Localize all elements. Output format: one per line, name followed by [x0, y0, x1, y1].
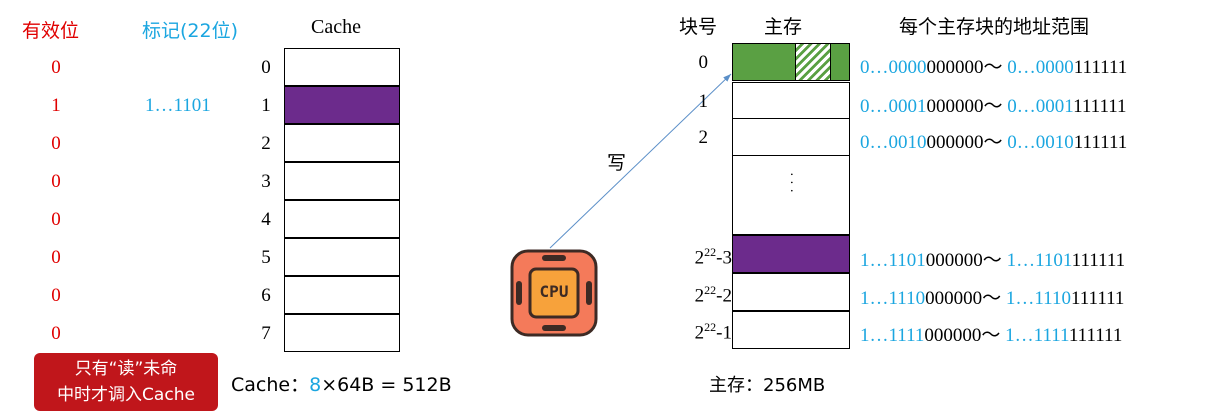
- memory-block: [732, 311, 850, 349]
- block-number: 222-3: [694, 245, 732, 269]
- valid-bit: 0: [51, 209, 61, 230]
- cache-line: [284, 238, 400, 276]
- note-line-1: 只有“读”未命: [74, 359, 178, 379]
- cache-line-index: 6: [261, 285, 271, 306]
- cache-line-index: 2: [261, 133, 271, 154]
- written-word-hatch: [795, 44, 831, 80]
- address-range: 1…1110000000～ 1…1110111111: [860, 287, 1125, 309]
- memory-block: [732, 273, 850, 311]
- memory-block: [732, 82, 850, 120]
- memory-gap-block: · · ·: [732, 155, 850, 235]
- cache-line-index: 7: [261, 323, 271, 344]
- cache-size-label: Cache：8×64B = 512B: [231, 370, 452, 397]
- cache-title: Cache: [311, 16, 361, 38]
- valid-bit: 0: [51, 247, 61, 268]
- block-number: 1: [698, 91, 709, 112]
- memory-block: [732, 118, 850, 156]
- block-number: 222-2: [694, 283, 732, 307]
- cache-line: [284, 162, 400, 200]
- cache-size-count: 8: [309, 374, 322, 396]
- cache-size-rest: ×64B = 512B: [321, 374, 452, 396]
- cpu-label: CPU: [539, 282, 569, 301]
- block-number: 0: [698, 52, 709, 73]
- cache-size-prefix: Cache：: [231, 374, 310, 396]
- address-range: 1…1101000000～ 1…1101111111: [860, 249, 1126, 271]
- memory-block-0: [732, 43, 850, 81]
- tag-header: 标记(22位): [142, 20, 239, 42]
- valid-bit: 0: [51, 133, 61, 154]
- cache-line-index: 0: [261, 57, 271, 78]
- tag-value: 1…1101: [145, 95, 211, 116]
- cache-line: [284, 314, 400, 352]
- valid-bit: 0: [51, 323, 61, 344]
- cache-line: [284, 48, 400, 86]
- block-number: 222-1: [694, 320, 732, 344]
- valid-bit: 0: [51, 171, 61, 192]
- address-range: 0…0001000000～ 0…0001111111: [860, 95, 1127, 117]
- valid-bit: 0: [51, 285, 61, 306]
- valid-bit: 1: [51, 95, 61, 116]
- cache-line: [284, 200, 400, 238]
- block-number: 2: [698, 127, 709, 148]
- cache-line: [284, 124, 400, 162]
- cache-line: [284, 276, 400, 314]
- address-range: 1…1111000000～ 1…1111111111: [860, 324, 1123, 346]
- write-label: 写: [607, 152, 627, 174]
- address-range: 0…0010000000～ 0…0010111111: [860, 131, 1128, 153]
- memory-block-cached: [732, 235, 850, 273]
- note-line-2: 中时才调入Cache: [57, 385, 195, 405]
- address-range: 0…0000000000～ 0…0000111111: [860, 56, 1128, 78]
- cache-line-index: 5: [261, 247, 271, 268]
- read-miss-note: 只有“读”未命 中时才调入Cache: [34, 353, 218, 411]
- vertical-ellipsis: · · ·: [783, 172, 798, 193]
- cache-line-index: 4: [261, 209, 271, 230]
- valid-bit: 0: [51, 57, 61, 78]
- cache-line-filled: [284, 86, 400, 124]
- cpu-icon: CPU: [506, 245, 602, 341]
- block-number-header: 块号: [679, 16, 718, 38]
- cache-line-index: 1: [261, 95, 271, 116]
- cache-line-index: 3: [261, 171, 271, 192]
- address-range-header: 每个主存块的地址范围: [899, 16, 1090, 38]
- main-memory-size-label: 主存：256MB: [709, 375, 826, 396]
- valid-bit-header: 有效位: [22, 20, 80, 42]
- main-memory-header: 主存: [764, 16, 803, 38]
